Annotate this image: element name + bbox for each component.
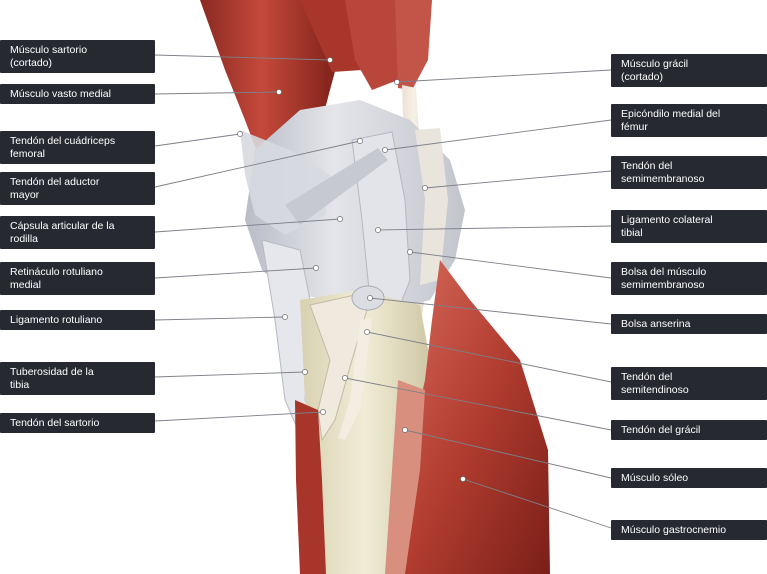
anchor-dot [342,375,348,381]
gracilis-muscle [395,0,432,90]
semitendinosus-tendon [338,318,372,440]
adductor-area [345,0,400,90]
leader-line [377,225,612,231]
label-ligamento-rotuliano: Ligamento rotuliano [0,310,155,330]
semimembranosus-tendon [415,128,448,285]
leader-line [409,251,612,279]
label-musculo-gastrocnemio: Músculo gastrocnemio [611,520,767,540]
leader-line [154,218,341,233]
leader-line [344,377,612,431]
leader-line [154,54,331,61]
leader-line [424,170,612,189]
leader-lines [154,54,612,529]
leader-line [154,316,286,321]
anchor-dot [327,57,333,63]
leader-line [154,411,324,422]
leader-line [366,331,612,383]
adductor-tendon-band [285,148,388,225]
leader-line [369,297,612,325]
label-bolsa-anserina: Bolsa anserina [611,314,767,334]
leader-line [154,371,306,378]
leader-line [154,140,361,188]
anchor-dot [407,249,413,255]
anchor-dot [394,79,400,85]
label-musculo-soleo: Músculo sóleo [611,468,767,488]
leader-line [154,133,241,147]
label-musculo-vasto-medial: Músculo vasto medial [0,84,155,104]
leader-line [462,478,612,529]
label-capsula-articular: Cápsula articular de la rodilla [0,216,155,249]
anchor-dot [320,409,326,415]
anchor-dot [422,185,428,191]
tibialis-area [295,400,326,574]
label-retinaculo-rotuliano: Retináculo rotuliano medial [0,262,155,295]
anatomy-drawing [200,0,550,574]
label-tendon-aductor: Tendón del aductor mayor [0,172,155,205]
anchor-dot [357,138,363,144]
anchor-dot [402,427,408,433]
leader-line [154,91,280,95]
label-tendon-cuadriceps: Tendón del cuádriceps femoral [0,131,155,164]
label-ligamento-colateral-tibial: Ligamento colateral tibial [611,210,767,243]
anchor-dot [237,131,243,137]
anchor-dot [460,476,466,482]
soleus-muscle [385,380,425,574]
anchor-dot [337,216,343,222]
anchor-dot [367,295,373,301]
leader-line [154,267,317,279]
anchor-dot [375,227,381,233]
anchor-dots [237,57,466,482]
label-musculo-sartorio: Músculo sartorio (cortado) [0,40,155,73]
label-tendon-sartorio: Tendón del sartorio [0,413,155,433]
anchor-dot [276,89,282,95]
label-epicondilo-medial: Epicóndilo medial del fémur [611,104,767,137]
label-tendon-semitendinoso: Tendón del semitendinoso [611,367,767,400]
anchor-dot [382,147,388,153]
label-tendon-semimembranoso: Tendón del semimembranoso [611,156,767,189]
leader-line [404,429,612,479]
label-tendon-gracil: Tendón del grácil [611,420,767,440]
anchor-dot [313,265,319,271]
leader-line [384,119,612,151]
anchor-dot [364,329,370,335]
label-musculo-gracil: Músculo grácil (cortado) [611,54,767,87]
label-tuberosidad-tibia: Tuberosidad de la tibia [0,362,155,395]
label-bolsa-semimembranoso: Bolsa del músculo semimembranoso [611,262,767,295]
leader-line [396,69,612,83]
anchor-dot [282,314,288,320]
anchor-dot [302,369,308,375]
